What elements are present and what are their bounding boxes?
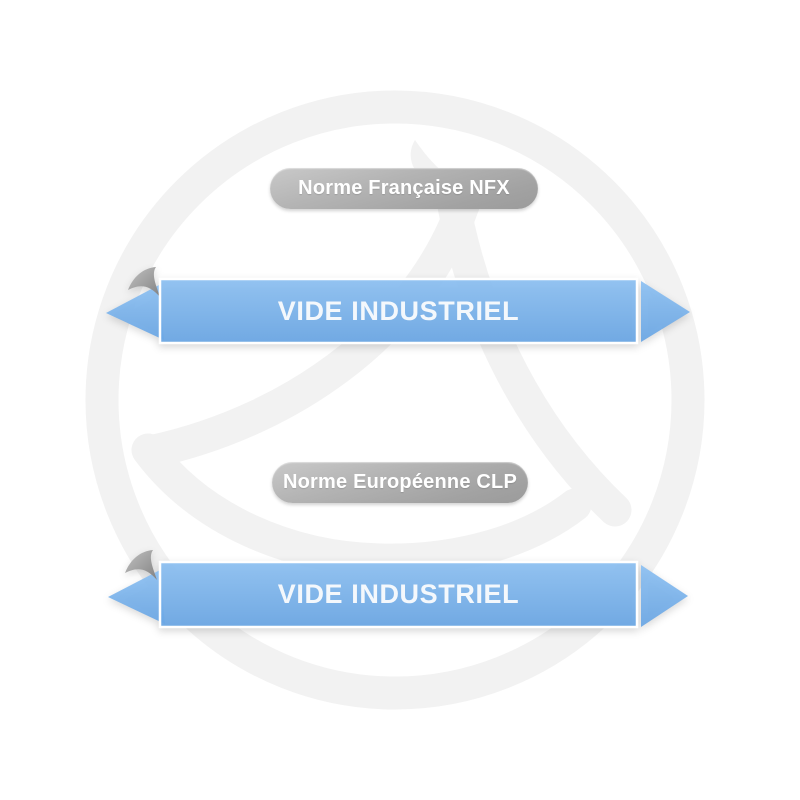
standard-badge-clp-label: Norme Européenne CLP: [282, 471, 518, 493]
left-arrow-tip: [106, 285, 164, 340]
standard-badge-nfx-label: Norme Française NFX: [298, 177, 510, 199]
right-arrow-tip: [641, 565, 688, 627]
left-arrow-tip: [108, 570, 165, 624]
sticker-peel-curl-icon: [125, 550, 157, 580]
right-arrow-tip: [641, 281, 690, 342]
pipe-marker-label: VIDE INDUSTRIEL: [277, 295, 520, 326]
marker-body: [158, 277, 639, 345]
standard-badge-nfx: Norme Française NFX: [270, 168, 538, 209]
sticker-peel-curl-icon: [128, 267, 160, 297]
watermark-right-leg: [435, 178, 632, 527]
watermark-bowl: [131, 433, 592, 577]
pipe-marker-label: VIDE INDUSTRIEL: [277, 579, 520, 609]
watermark-ring: [85, 90, 705, 710]
standard-badge-clp: Norme Européenne CLP: [272, 462, 528, 503]
pipe-marker-arrow-shape: [108, 550, 688, 629]
pipe-marker-nfx: VIDE INDUSTRIEL: [100, 260, 700, 350]
pipe-marker-clp: VIDE INDUSTRIEL: [100, 545, 700, 640]
pipe-marker-arrow-shape: [106, 267, 690, 345]
marker-body: [158, 560, 639, 629]
